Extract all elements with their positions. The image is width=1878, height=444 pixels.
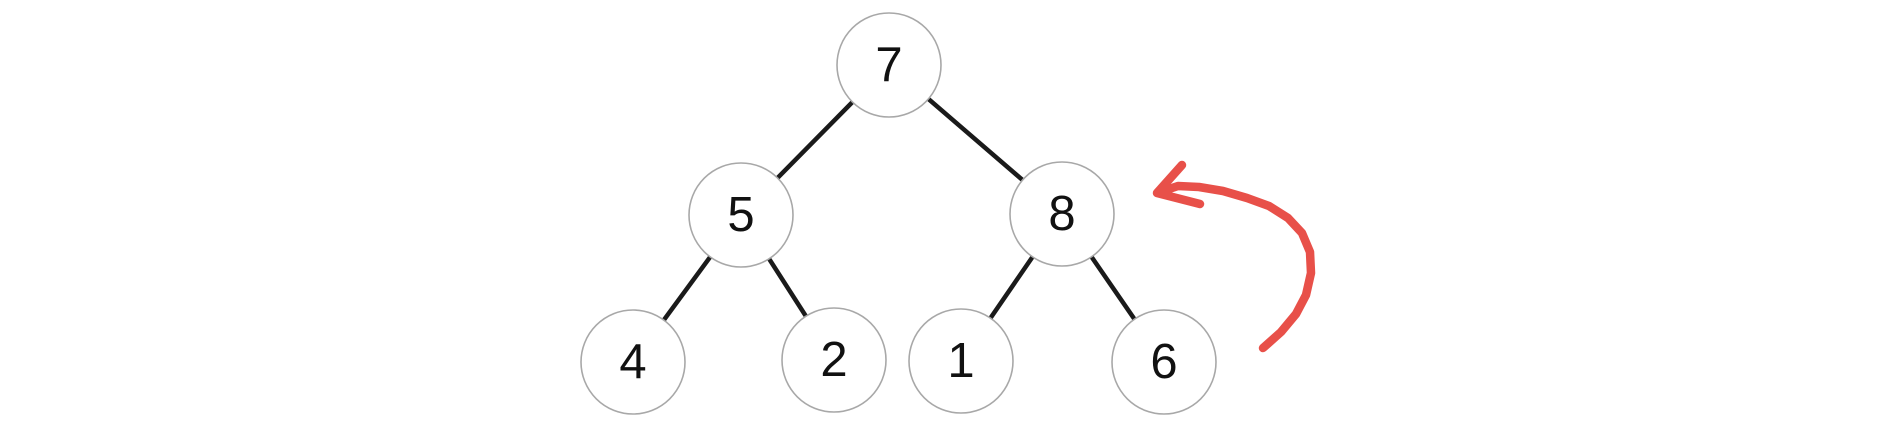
tree-node-label-7: 7 [875,38,902,92]
annotation-arrow-curve [1158,181,1316,353]
tree-node-circle-4 [580,309,686,415]
tree-node-circle-6 [1111,309,1217,415]
tree-node-circle-5 [688,162,794,268]
tree-node-label-2: 2 [820,333,847,387]
tree-node-label-8: 8 [1048,187,1075,241]
tree-node-label-6: 6 [1150,335,1177,389]
tree-node-circle-1 [908,308,1014,414]
tree-node-circle-8 [1009,161,1115,267]
tree-node-label-1: 1 [947,334,974,388]
tree-node-circle-7 [836,12,942,118]
tree-node-label-5: 5 [727,188,754,242]
annotation-arrow-head [1152,160,1205,209]
tree-node-circle-2 [781,307,887,413]
tree-node-label-4: 4 [619,335,646,389]
